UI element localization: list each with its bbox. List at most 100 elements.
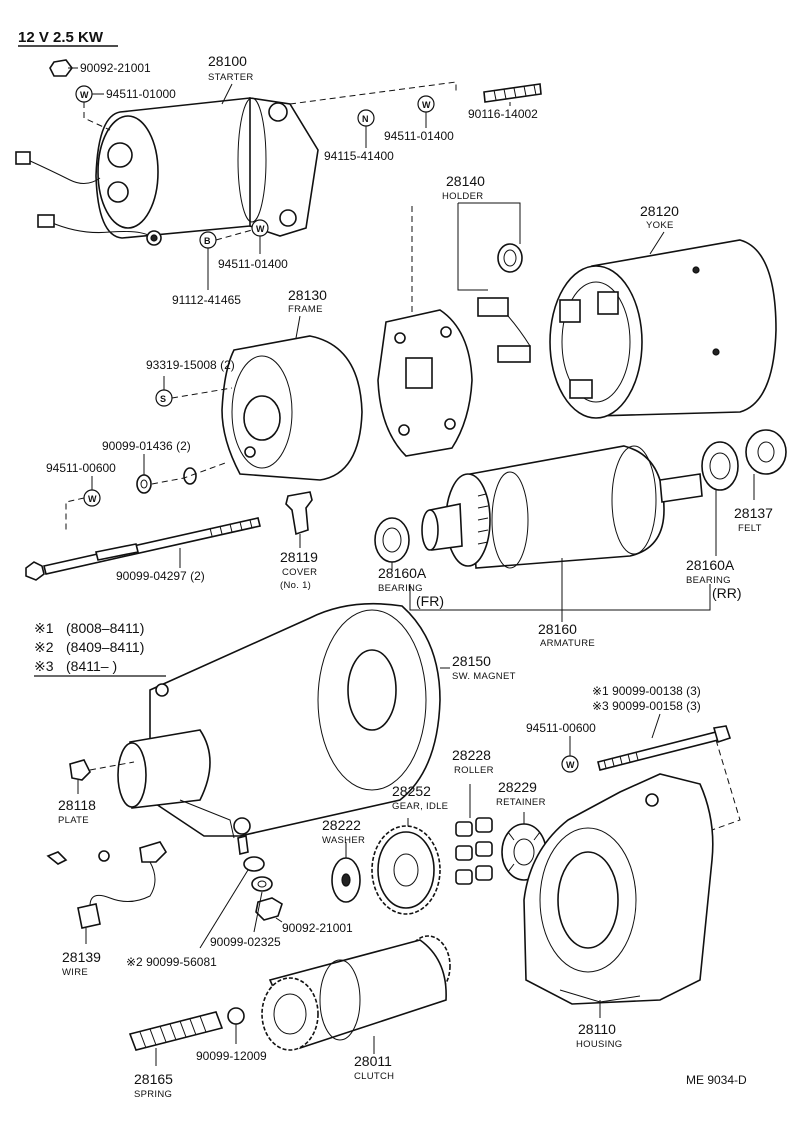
figure-code: ME 9034-D <box>686 1073 747 1087</box>
felt-drawing <box>745 429 787 475</box>
cover-drawing <box>285 491 313 536</box>
part-28160A-fr-name: BEARING <box>378 583 423 594</box>
svg-text:B: B <box>204 236 211 246</box>
part-28160A-fr-sub: (FR) <box>416 593 444 609</box>
bolt-symbol-b: B <box>199 231 217 249</box>
part-94115-41400: 94115-41400 <box>324 149 394 163</box>
brush-drawing <box>477 297 531 363</box>
part-28140-number: 28140 <box>446 173 485 189</box>
part-90092-21001-top: 90092-21001 <box>80 61 151 75</box>
part-28165-number: 28165 <box>134 1071 173 1087</box>
part-28119-number: 28119 <box>280 549 318 565</box>
part-28120-number: 28120 <box>640 203 679 219</box>
part-90099-12009: 90099-12009 <box>196 1049 267 1063</box>
part-28130-number: 28130 <box>288 287 327 303</box>
part-28160-number: 28160 <box>538 621 577 637</box>
part-28100-number: 28100 <box>208 53 247 69</box>
part-94511-01000: 94511-01000 <box>106 87 176 101</box>
nut-symbol-n: N <box>357 109 375 127</box>
part-90099-00138: ※1 90099-00138 (3) <box>592 684 701 698</box>
part-94511-01400-b: 94511-01400 <box>218 257 288 271</box>
part-28150-number: 28150 <box>452 653 491 669</box>
part-90092-21001-bottom: 90092-21001 <box>282 921 353 935</box>
part-28229-number: 28229 <box>498 779 537 795</box>
part-28222-name: WASHER <box>322 835 365 846</box>
diagram-title: 12 V 2.5 KW <box>18 29 104 46</box>
legend-item-3: ※3 <box>34 658 54 674</box>
part-91112-41465: 91112-41465 <box>172 293 241 307</box>
washer-28222-drawing <box>331 857 361 903</box>
washer-symbol-w1: W <box>75 85 93 103</box>
part-28140-name: HOLDER <box>442 191 483 202</box>
legend-range-2: (8409–8411) <box>66 639 144 655</box>
nut-90092-top <box>49 59 73 77</box>
washer-symbol-w5: W <box>561 755 579 773</box>
part-28160A-rr-number: 28160A <box>686 557 735 573</box>
part-28100-name: STARTER <box>208 72 254 83</box>
rollers-drawing <box>455 817 493 885</box>
part-28228-number: 28228 <box>452 747 491 763</box>
brush-holder-drawing <box>377 309 473 457</box>
housing-drawing <box>523 773 714 1005</box>
idle-gear-drawing <box>371 825 441 915</box>
stud-90116 <box>483 83 542 103</box>
nut-90092-bottom <box>255 897 283 921</box>
part-28011-number: 28011 <box>354 1053 392 1069</box>
part-90099-04297: 90099-04297 (2) <box>116 569 205 583</box>
screw-symbol-s: S <box>155 389 173 407</box>
ball-drawing <box>227 1007 245 1025</box>
legend: ※1 (8008–8411) ※2 (8409–8411) ※3 (8411– … <box>34 620 166 677</box>
part-93319-15008: 93319-15008 (2) <box>146 358 235 372</box>
housing-bolt-drawing <box>597 725 732 771</box>
legend-range-1: (8008–8411) <box>66 620 144 636</box>
part-28228-name: ROLLER <box>454 765 494 776</box>
svg-text:W: W <box>80 90 89 100</box>
part-90099-00158: ※3 90099-00158 (3) <box>592 699 701 713</box>
legend-range-3: (8411– ) <box>66 658 117 674</box>
part-94511-00600-b: 94511-00600 <box>526 721 596 735</box>
washer-90099-01436 <box>136 467 197 494</box>
part-28110-name: HOUSING <box>576 1039 622 1050</box>
starter-assembly-drawing <box>15 97 319 246</box>
svg-text:S: S <box>160 394 166 404</box>
bearing-rr-drawing <box>701 441 739 491</box>
part-28252-number: 28252 <box>392 783 431 799</box>
yoke-drawing <box>549 239 777 419</box>
washer-90099-02325 <box>251 876 273 892</box>
legend-item-2: ※2 <box>34 639 54 655</box>
part-94511-01400-a: 94511-01400 <box>384 129 454 143</box>
part-28120-name: YOKE <box>646 220 674 231</box>
spring-drawing <box>128 1011 224 1051</box>
part-28150-name: SW. MAGNET <box>452 671 516 682</box>
part-28160A-rr-name: BEARING <box>686 575 731 586</box>
part-28110-number: 28110 <box>578 1021 616 1037</box>
washer-90099-56081 <box>243 856 265 872</box>
part-28139-name: WIRE <box>62 967 88 978</box>
part-28160A-fr-number: 28160A <box>378 565 427 581</box>
part-28160A-rr-sub: (RR) <box>712 585 742 601</box>
part-94511-00600-a: 94511-00600 <box>46 461 116 475</box>
part-28137-number: 28137 <box>734 505 773 521</box>
part-28119-sub: (No. 1) <box>280 580 311 591</box>
sw-magnet-drawing <box>117 602 441 855</box>
svg-text:W: W <box>88 494 97 504</box>
part-28252-name: GEAR, IDLE <box>392 801 448 812</box>
frame-drawing <box>221 335 363 481</box>
washer-symbol-w3: W <box>251 219 269 237</box>
part-28139-number: 28139 <box>62 949 101 965</box>
plate-drawing <box>69 759 91 781</box>
part-90099-56081: ※2 90099-56081 <box>126 955 217 969</box>
part-28130-name: FRAME <box>288 304 323 315</box>
part-28118-name: PLATE <box>58 815 89 826</box>
brush-spring-drawing <box>497 243 523 273</box>
part-90116-14002: 90116-14002 <box>468 107 538 121</box>
part-28119-name: COVER <box>282 567 317 578</box>
part-90099-02325: 90099-02325 <box>210 935 281 949</box>
armature-drawing <box>421 445 703 569</box>
bearing-fr-drawing <box>374 517 410 563</box>
clutch-drawing <box>261 935 451 1051</box>
svg-text:W: W <box>566 760 575 770</box>
part-28222-number: 28222 <box>322 817 361 833</box>
svg-text:N: N <box>362 114 369 124</box>
